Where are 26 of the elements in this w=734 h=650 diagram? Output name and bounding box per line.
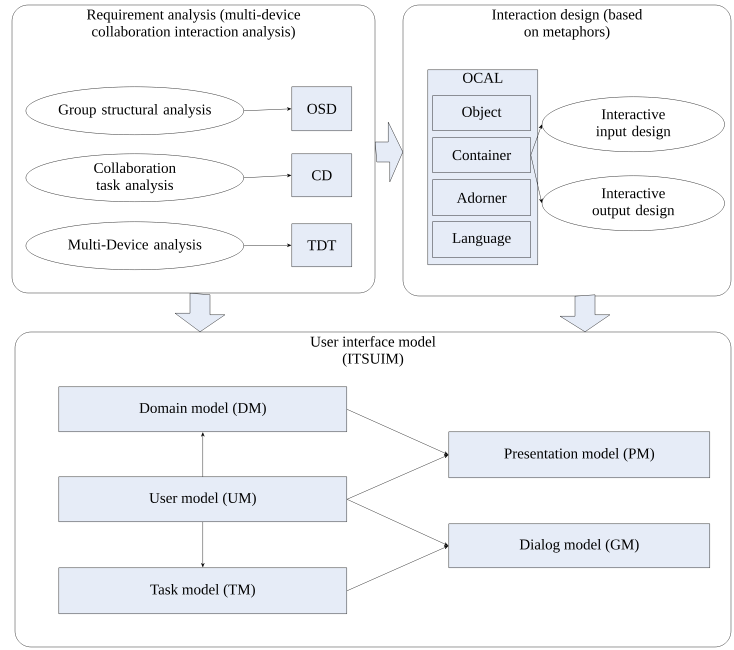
arrow <box>346 546 448 591</box>
arrow <box>244 174 292 178</box>
block-arrow <box>560 294 610 332</box>
model-box: Object <box>432 95 531 131</box>
arrow <box>346 499 448 546</box>
model-box: Container <box>432 137 531 173</box>
model-box: Presentation model (PM) <box>448 432 710 478</box>
arrow <box>346 409 448 455</box>
arrow <box>346 454 448 500</box>
block-arrow <box>174 293 226 332</box>
arrow <box>530 154 543 203</box>
model-box: Task model (TM) <box>58 568 347 614</box>
model-box: TDT <box>292 224 352 267</box>
model-box: Language <box>432 221 531 258</box>
arrow <box>244 244 292 248</box>
block-arrow <box>375 122 403 182</box>
model-box: CD <box>292 154 352 197</box>
arrow <box>530 124 542 156</box>
model-box: Dialog model (GM) <box>448 524 710 568</box>
arrow <box>244 107 292 111</box>
arrow <box>201 432 205 477</box>
model-box: Adorner <box>432 179 531 216</box>
model-box: OSD <box>292 86 352 131</box>
arrow <box>201 522 205 568</box>
model-box: User model (UM) <box>58 476 347 522</box>
model-box: Domain model (DM) <box>58 386 347 432</box>
